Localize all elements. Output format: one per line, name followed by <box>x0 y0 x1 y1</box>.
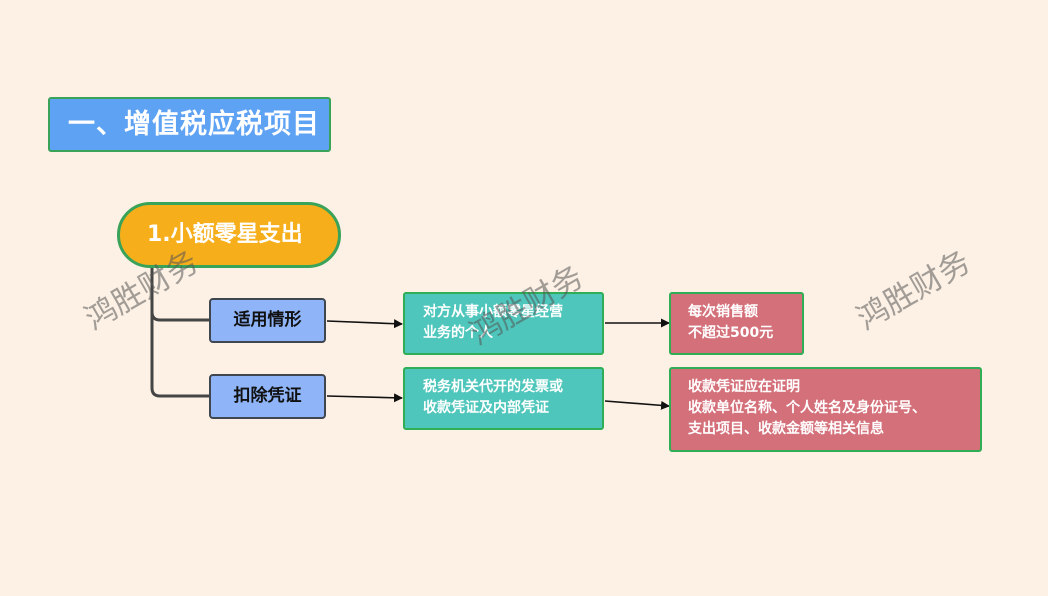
page-title: 一、增值税应税项目 <box>48 97 331 152</box>
right-text-line: 收款凭证应在证明 <box>688 379 800 395</box>
arrow-label-to-middle-2 <box>326 393 403 403</box>
middle-box-deduction: 税务机关代开的发票或 收款凭证及内部凭证 <box>403 367 604 430</box>
right-text-line: 每次销售额 <box>688 304 758 320</box>
section-pill: 1.小额零星支出 <box>117 202 341 268</box>
label-box-applicable: 适用情形 <box>209 298 326 343</box>
right-box-deduction: 收款凭证应在证明 收款单位名称、个人姓名及身份证号、 支出项目、收款金额等相关信… <box>669 367 982 452</box>
right-text-line: 不超过500元 <box>688 325 774 341</box>
middle-text-line: 收款凭证及内部凭证 <box>423 400 549 416</box>
middle-box-applicable: 对方从事小额零星经营 业务的个人 <box>403 292 604 355</box>
right-text-line: 支出项目、收款金额等相关信息 <box>688 421 884 437</box>
arrow-middle-to-right-2 <box>604 400 670 410</box>
bracket-line <box>150 268 209 322</box>
bracket-line-lower <box>150 312 209 398</box>
arrow-label-to-middle-1 <box>326 319 403 329</box>
middle-text-line: 对方从事小额零星经营 <box>423 304 563 320</box>
label-box-deduction: 扣除凭证 <box>209 374 326 419</box>
right-box-applicable: 每次销售额 不超过500元 <box>669 292 804 355</box>
right-text-line: 收款单位名称、个人姓名及身份证号、 <box>688 400 926 416</box>
middle-text-line: 业务的个人 <box>423 325 493 341</box>
middle-text-line: 税务机关代开的发票或 <box>423 379 563 395</box>
